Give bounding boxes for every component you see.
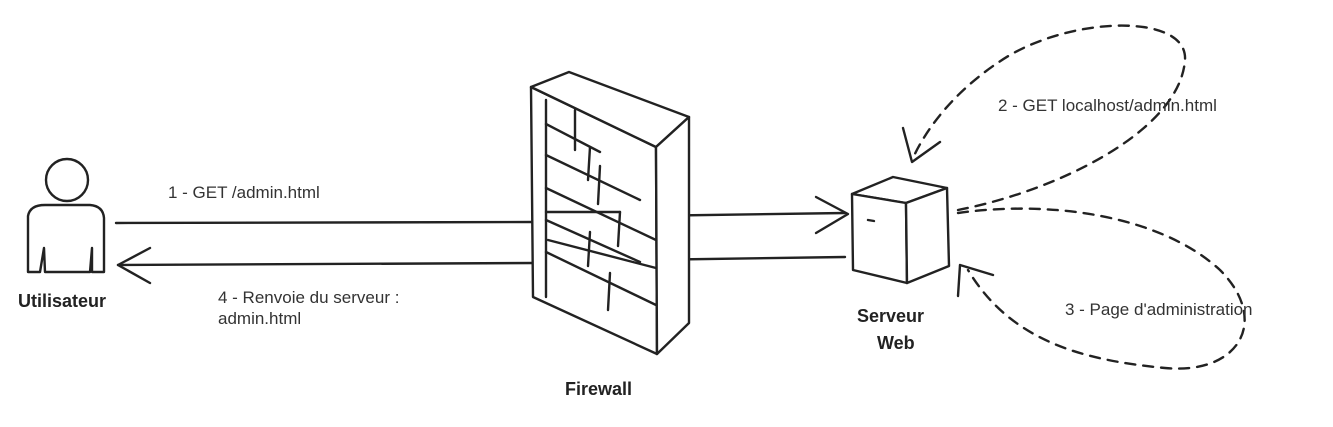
localhost-request-loop	[901, 24, 1187, 212]
firewall-label: Firewall	[565, 379, 632, 399]
request-arrow	[114, 195, 850, 235]
step4-label-line2: admin.html	[218, 309, 301, 328]
server-label-line1: Serveur	[857, 306, 924, 326]
step1-label: 1 - GET /admin.html	[168, 183, 320, 202]
user-label: Utilisateur	[18, 291, 106, 311]
firewall-icon	[529, 70, 691, 356]
user-icon	[26, 157, 106, 274]
response-arrow	[116, 246, 847, 285]
step2-label: 2 - GET localhost/admin.html	[998, 96, 1217, 115]
step4-label-line1: 4 - Renvoie du serveur :	[218, 288, 399, 307]
step3-label: 3 - Page d'administration	[1065, 300, 1253, 319]
server-icon	[850, 175, 951, 285]
admin-page-loop	[956, 207, 1246, 370]
server-label-line2: Web	[877, 333, 915, 353]
